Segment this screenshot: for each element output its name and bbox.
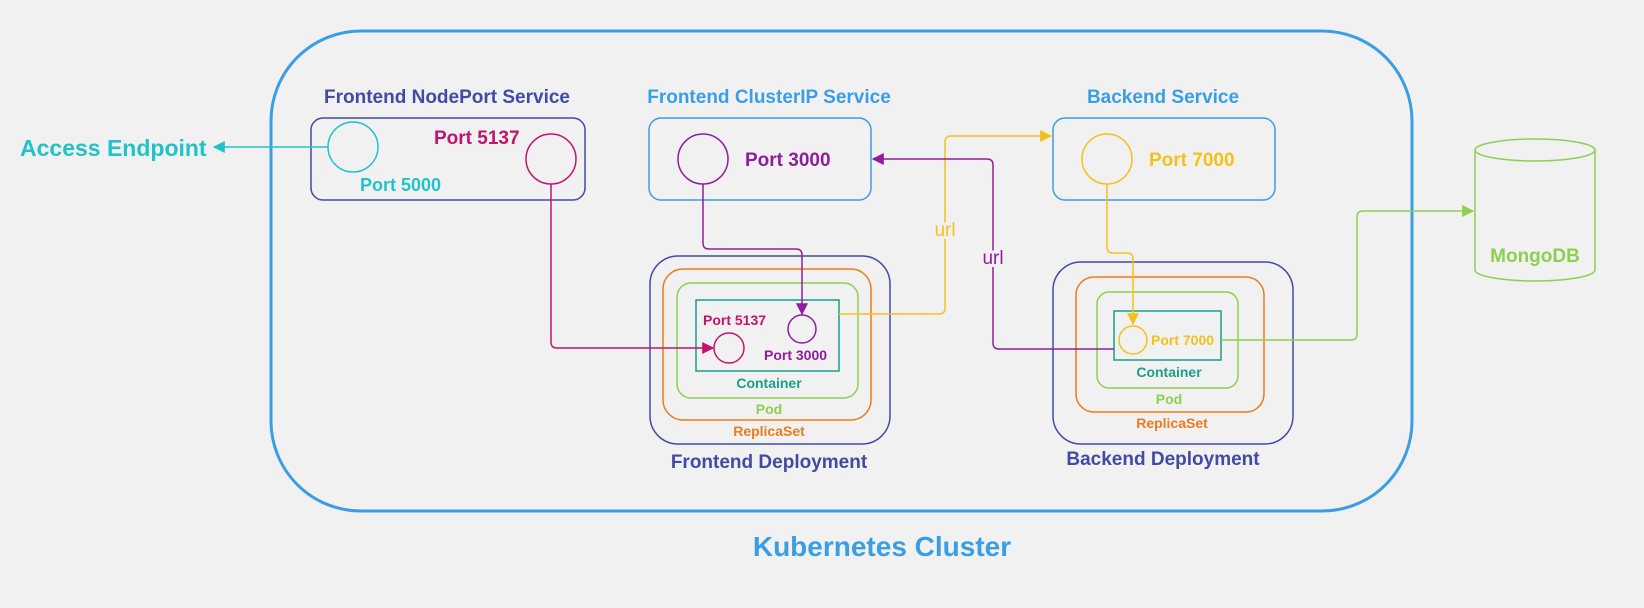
mongodb-database	[1474, 138, 1596, 282]
nodeport-target-port-label: Port 5137	[434, 128, 520, 149]
frontend-container-port-b-circle	[787, 314, 817, 344]
frontend-container-box	[695, 299, 840, 372]
backend-to-mongodb-arrow	[1221, 205, 1475, 341]
backend-container-port-circle	[1118, 325, 1148, 355]
frontend-container-port-b-label: Port 3000	[764, 347, 827, 363]
access-endpoint-label: Access Endpoint	[20, 135, 207, 161]
frontend-container-port-a-label: Port 5137	[703, 312, 766, 328]
frontend-deployment-label: Frontend Deployment	[671, 452, 868, 473]
backend-deployment-box	[1052, 261, 1294, 445]
backend-container-port-label: Port 7000	[1151, 332, 1214, 348]
frontend-container-label: Container	[736, 375, 802, 391]
backend-to-frontend-url-label: url	[982, 248, 1003, 269]
backend-service-title: Backend Service	[1087, 87, 1239, 108]
cluster-boundary	[269, 29, 1414, 513]
frontend-to-backend-url-label: url	[934, 220, 955, 241]
node-port-label: Port 5000	[360, 175, 441, 195]
frontend-pod-box	[676, 282, 859, 399]
frontend-pod-label: Pod	[756, 401, 782, 417]
frontend-deployment-box	[649, 255, 891, 445]
mongodb-label: MongoDB	[1490, 246, 1580, 267]
backend-to-frontend-url-arrow	[871, 153, 1114, 350]
frontend-to-backend-url-arrow	[839, 130, 1053, 315]
backend-service-port-circle	[1081, 133, 1133, 185]
frontend-replicaset-label: ReplicaSet	[733, 423, 805, 439]
backend-replicaset-box	[1075, 276, 1265, 413]
clusterip-port-label: Port 3000	[745, 150, 831, 171]
frontend-clusterip-service-title: Frontend ClusterIP Service	[647, 87, 891, 108]
backend-deployment-label: Backend Deployment	[1066, 449, 1260, 470]
frontend-container-port-a-circle	[713, 332, 745, 364]
frontend-nodeport-service-box	[310, 117, 586, 201]
backend-service-box	[1052, 117, 1276, 201]
clusterip-to-container-arrow	[702, 184, 808, 316]
backend-replicaset-label: ReplicaSet	[1136, 415, 1208, 431]
frontend-clusterip-service-box	[648, 117, 872, 201]
backend-pod-label: Pod	[1156, 391, 1182, 407]
clusterip-port-circle	[677, 133, 729, 185]
frontend-replicaset-box	[662, 268, 872, 421]
cluster-label: Kubernetes Cluster	[753, 531, 1011, 562]
backend-container-box	[1113, 310, 1222, 361]
frontend-nodeport-service-title: Frontend NodePort Service	[324, 87, 570, 108]
nodeport-to-container-arrow	[550, 184, 715, 354]
nodeport-target-port-circle	[525, 133, 577, 185]
backend-service-port-label: Port 7000	[1149, 150, 1235, 171]
backend-service-to-container-arrow	[1106, 184, 1139, 326]
backend-container-label: Container	[1136, 364, 1202, 380]
node-port-circle	[327, 121, 379, 173]
